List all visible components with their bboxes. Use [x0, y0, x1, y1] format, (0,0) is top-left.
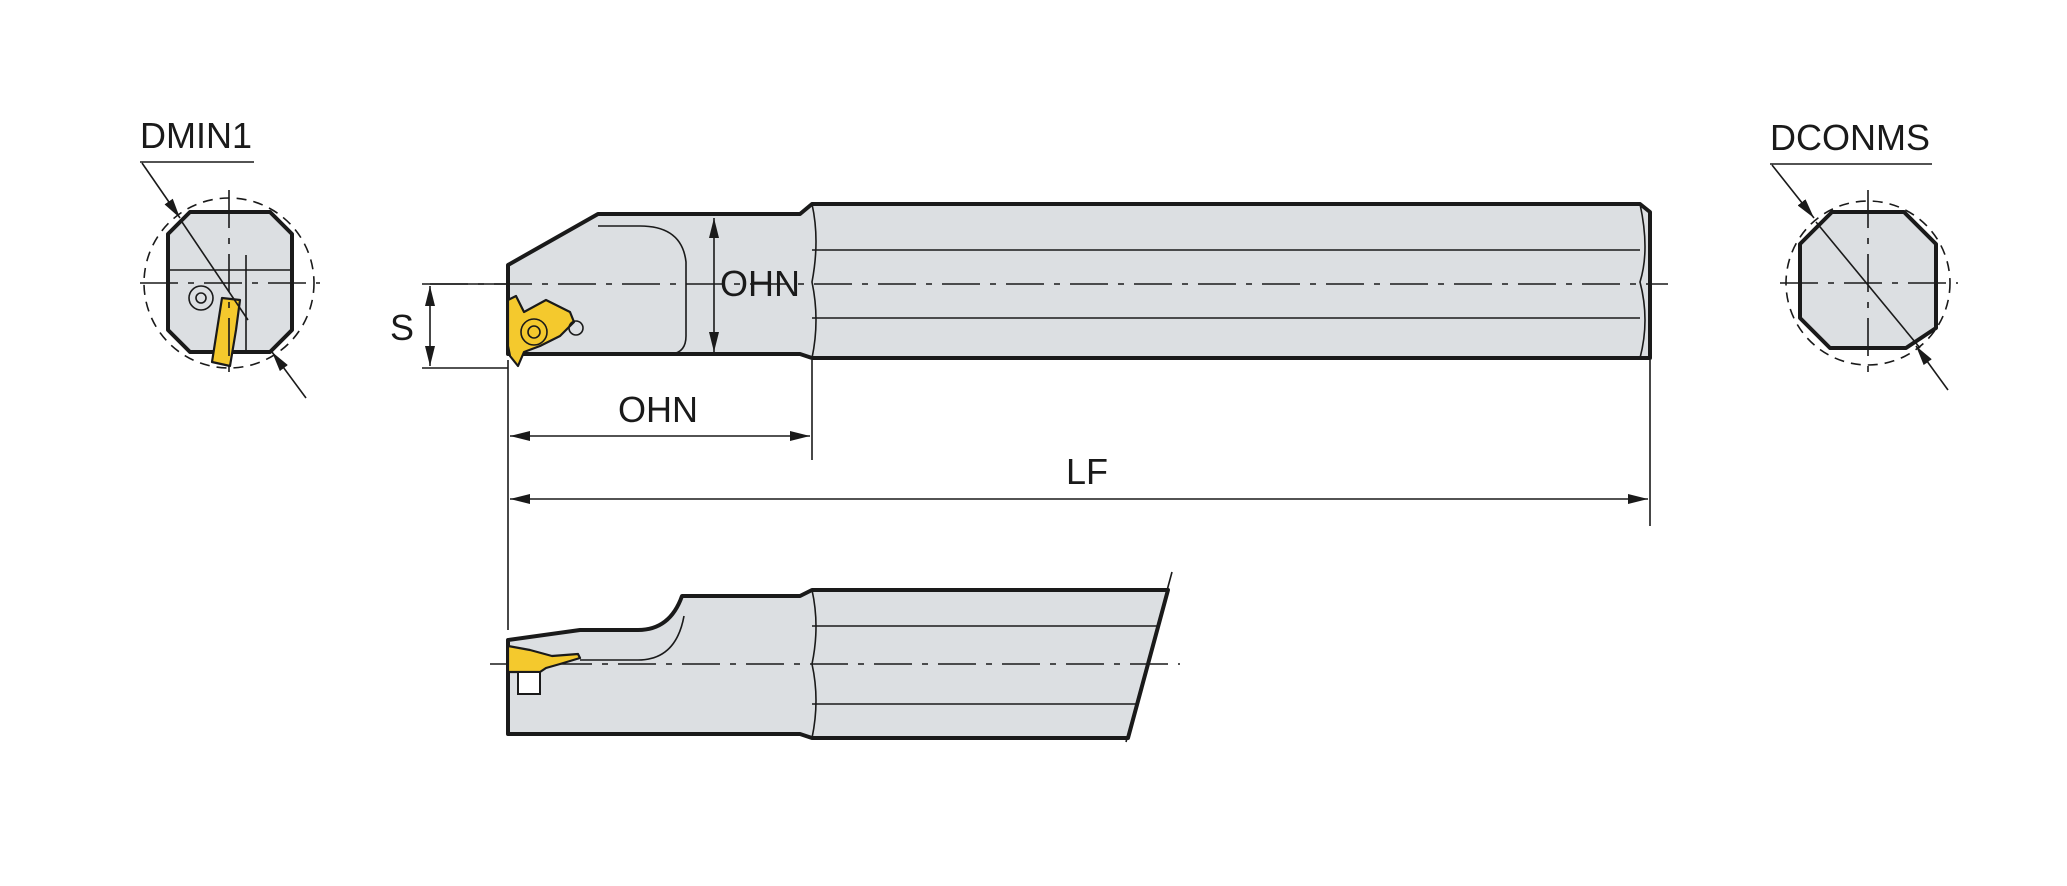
left-end-view: DMIN1: [140, 115, 320, 399]
s-label: S: [390, 307, 414, 348]
main-insert-screw-inner: [527, 325, 541, 339]
bottom-head-recess: [580, 615, 685, 661]
right-end-view: DCONMS: [1770, 117, 1958, 391]
dmin1-leader: [141, 162, 181, 219]
dmin1-leader-3: [271, 351, 307, 399]
ohn-vertical-label: OHN: [720, 263, 800, 304]
ohn-horizontal-label: OHN: [618, 389, 698, 430]
main-insert-screw: [520, 318, 548, 346]
dconms-label: DCONMS: [1770, 117, 1930, 158]
main-tool-body: [506, 202, 1652, 360]
main-insert: [506, 294, 576, 368]
bottom-view: [490, 571, 1180, 743]
left-end-screw: [188, 285, 214, 311]
dconms-leader: [1771, 164, 1815, 219]
main-shank-step: [811, 203, 817, 359]
left-end-insert: [210, 296, 242, 368]
main-shank-end-chamfer: [1639, 203, 1646, 359]
dmin1-leader-2: [181, 221, 249, 321]
dmin1-label: DMIN1: [140, 115, 252, 156]
lf-label: LF: [1066, 451, 1108, 492]
left-end-screw-inner: [195, 292, 207, 304]
main-side-view: OHN S OHN LF: [390, 202, 1668, 630]
main-head-recess: [598, 225, 687, 355]
bottom-break-line: [1125, 571, 1173, 743]
main-coolant-hole: [568, 320, 584, 336]
bottom-insert-clamp: [517, 671, 541, 695]
dconms-leader-3: [1915, 345, 1949, 391]
dconms-leader-2: [1815, 221, 1921, 349]
